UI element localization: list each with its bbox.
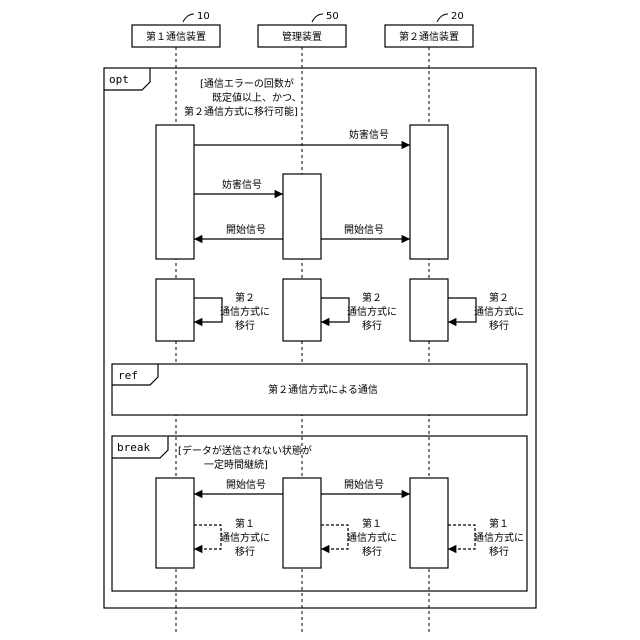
self-call-2-p2-line-2: 通信方式に <box>347 305 397 318</box>
ref-fragment: ref 第２通信方式による通信 <box>112 364 527 415</box>
self-call-2-p2-line-1: 第２ <box>362 291 382 304</box>
participant-2: 管理装置 50 <box>258 11 346 47</box>
message-start-label-2: 開始信号 <box>344 223 384 236</box>
message-interference-label-1: 妨害信号 <box>349 128 389 141</box>
break-operator: break <box>117 441 150 454</box>
opt-operator: opt <box>109 73 129 86</box>
opt-guard-line-3: 第２通信方式に移行可能] <box>184 105 298 118</box>
participant-3-label: 第２通信装置 <box>399 30 459 43</box>
activation-p3-c <box>410 478 448 568</box>
self-call-1-p2-line-2: 通信方式に <box>347 531 397 544</box>
ref-text: 第２通信方式による通信 <box>268 383 378 396</box>
self-call-2-p3-line-2: 通信方式に <box>474 305 524 318</box>
break-guard-line-2: 一定時間継続] <box>204 458 268 471</box>
ref-operator: ref <box>118 369 138 382</box>
participant-3: 第２通信装置 20 <box>385 11 473 47</box>
activations-group-2 <box>156 279 448 341</box>
activation-p3-b <box>410 279 448 341</box>
message-interference-label-2: 妨害信号 <box>222 178 262 191</box>
message-start-label-1: 開始信号 <box>226 223 266 236</box>
opt-guard-line-1: [通信エラーの回数が <box>200 77 294 90</box>
message-start-label-4: 開始信号 <box>344 478 384 491</box>
self-call-2-p1-line-1: 第２ <box>235 291 255 304</box>
message-start-label-3: 開始信号 <box>226 478 266 491</box>
activation-p1-b <box>156 279 194 341</box>
self-call-labels-second: 第２ 通信方式に 移行 第２ 通信方式に 移行 第２ 通信方式に 移行 <box>220 291 524 332</box>
break-guard-line-1: [データが送信されない状態が <box>178 444 312 457</box>
self-call-1-p3-line-1: 第１ <box>489 517 509 530</box>
self-call-1-p3-line-3: 移行 <box>489 545 509 558</box>
activation-p3-a <box>410 125 448 259</box>
self-call-2-p3-line-1: 第２ <box>489 291 509 304</box>
self-call-1-p2-line-1: 第１ <box>362 517 382 530</box>
participant-1: 第１通信装置 10 <box>132 11 220 47</box>
activation-p1-c <box>156 478 194 568</box>
self-call-1-p1-line-2: 通信方式に <box>220 531 270 544</box>
self-call-2-p2-line-3: 移行 <box>362 319 382 332</box>
participant-1-label: 第１通信装置 <box>146 30 206 43</box>
participant-2-ref: 50 <box>326 11 339 22</box>
self-call-2-p3-line-3: 移行 <box>489 319 509 332</box>
self-call-2-p1-line-3: 移行 <box>235 319 255 332</box>
activation-p1-a <box>156 125 194 259</box>
participant-3-ref: 20 <box>451 11 464 22</box>
self-call-1-p1-line-3: 移行 <box>235 545 255 558</box>
opt-guard-line-2: 既定値以上、かつ、 <box>212 91 302 104</box>
self-call-1-p3-line-2: 通信方式に <box>474 531 524 544</box>
self-call-1-p1-line-1: 第１ <box>235 517 255 530</box>
self-call-2-p1-line-2: 通信方式に <box>220 305 270 318</box>
activation-p2-c <box>283 478 321 568</box>
activation-p2-a <box>283 174 321 259</box>
participant-1-ref: 10 <box>197 11 210 22</box>
activations-group-3 <box>156 478 448 568</box>
self-call-1-p2-line-3: 移行 <box>362 545 382 558</box>
self-call-labels-first: 第１ 通信方式に 移行 第１ 通信方式に 移行 第１ 通信方式に 移行 <box>220 517 524 558</box>
participant-2-label: 管理装置 <box>282 30 322 43</box>
activation-p2-b <box>283 279 321 341</box>
